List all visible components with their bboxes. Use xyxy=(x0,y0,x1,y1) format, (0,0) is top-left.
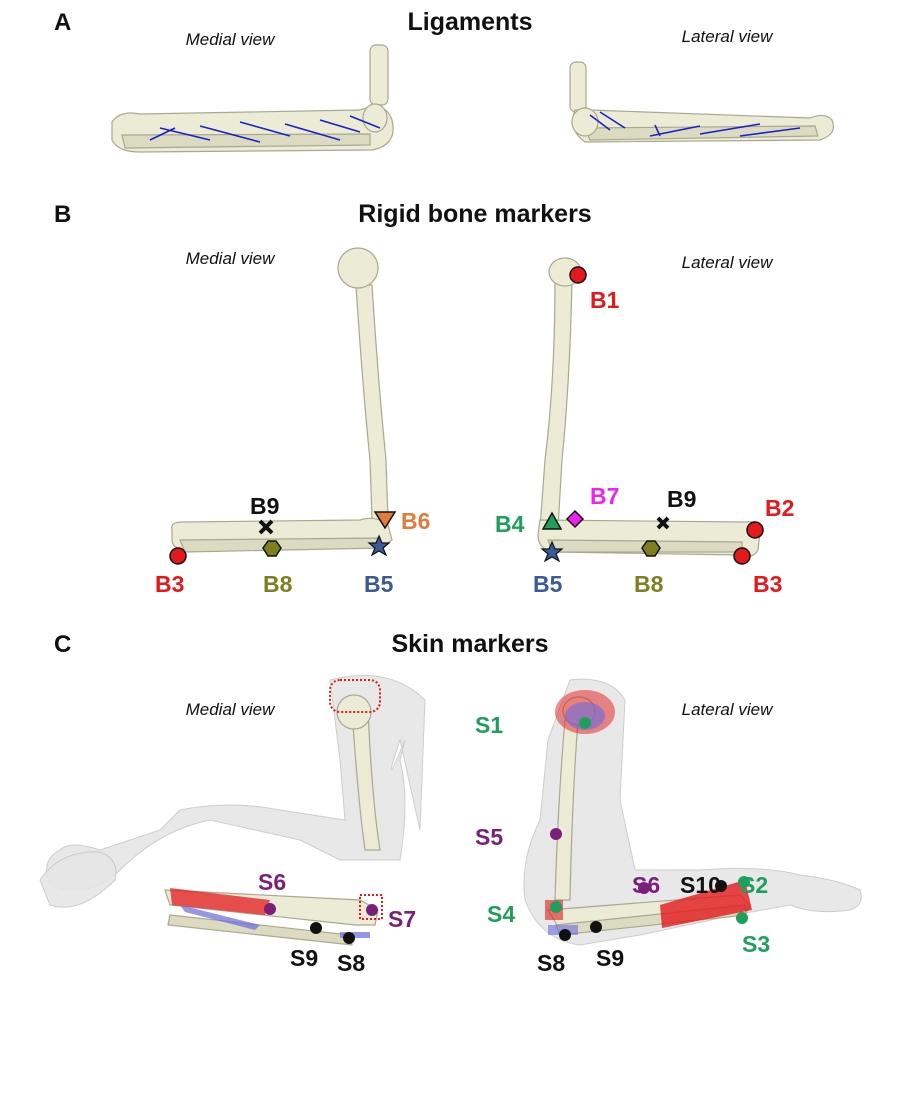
panel-b-letter: B xyxy=(54,201,71,228)
ligament-model-medial xyxy=(112,45,393,152)
bone-marker-b3-medial xyxy=(170,548,186,564)
panel-c-medial-label: Medial view xyxy=(186,700,277,719)
panel-b: B Rigid bone markers Medial view Lateral… xyxy=(54,200,794,597)
bone-marker-label-b8-lateral: B8 xyxy=(634,571,664,597)
skin-marker-label-s2-lateral: S2 xyxy=(740,872,768,898)
bone-marker-label-b8-medial: B8 xyxy=(263,571,293,597)
skin-marker-label-s5-lateral: S5 xyxy=(475,824,503,850)
panel-b-medial-label: Medial view xyxy=(186,249,277,268)
skin-marker-s8-lateral xyxy=(559,929,571,941)
skin-marker-s4-lateral xyxy=(550,901,562,913)
panel-c-letter: C xyxy=(54,631,71,658)
bone-marker-label-b3-medial: B3 xyxy=(155,571,184,597)
bone-marker-label-b6-medial: B6 xyxy=(401,508,430,534)
skin-marker-s5-lateral xyxy=(550,828,562,840)
bone-marker-label-b1-lateral: B1 xyxy=(590,287,620,313)
bone-marker-label-b9-medial: B9 xyxy=(250,493,279,519)
skin-marker-s3-lateral xyxy=(736,912,748,924)
skin-marker-label-s3-lateral: S3 xyxy=(742,931,770,957)
bone-marker-label-b2-lateral: B2 xyxy=(765,495,794,521)
panel-a-lateral-label: Lateral view xyxy=(682,27,774,46)
bone-model-lateral xyxy=(538,258,760,557)
skin-marker-label-s10-lateral: S10 xyxy=(680,872,721,898)
panel-b-title: Rigid bone markers xyxy=(358,200,591,228)
bone-model-medial xyxy=(172,248,392,552)
panel-a: A Ligaments Medial view Lateral view xyxy=(54,8,834,152)
bone-marker-label-b9-lateral: B9 xyxy=(667,486,696,512)
skin-marker-s1-lateral xyxy=(579,717,591,729)
panel-b-lateral-label: Lateral view xyxy=(682,253,774,272)
skin-marker-s8-medial xyxy=(343,932,355,944)
skin-marker-label-s6-lateral: S6 xyxy=(632,872,660,898)
bone-marker-label-b4-lateral: B4 xyxy=(495,511,525,537)
bone-marker-label-b7-lateral: B7 xyxy=(590,483,619,509)
skin-marker-label-s9-lateral: S9 xyxy=(596,945,624,971)
panel-c: C Skin markers Medial view Lateral view … xyxy=(40,630,861,976)
bone-marker-b3-lateral xyxy=(734,548,750,564)
bone-marker-label-b3-lateral: B3 xyxy=(753,571,782,597)
bone-marker-b2-lateral xyxy=(747,522,763,538)
skin-marker-label-s8-medial: S8 xyxy=(337,950,365,976)
bone-marker-b8-medial xyxy=(263,541,281,556)
panel-c-title: Skin markers xyxy=(391,630,548,658)
bone-marker-label-b5-lateral: B5 xyxy=(533,571,563,597)
bone-marker-b1-lateral xyxy=(570,267,586,283)
skin-marker-s9-medial xyxy=(310,922,322,934)
skin-marker-label-s6-medial: S6 xyxy=(258,869,286,895)
ligament-model-lateral xyxy=(570,62,834,142)
skin-marker-label-s4-lateral: S4 xyxy=(487,901,515,927)
panel-c-lateral-label: Lateral view xyxy=(682,700,774,719)
skin-marker-s7-medial xyxy=(366,904,378,916)
skin-marker-label-s9-medial: S9 xyxy=(290,945,318,971)
skin-marker-s6-medial xyxy=(264,903,276,915)
panel-a-title: Ligaments xyxy=(407,8,532,36)
skin-marker-label-s8-lateral: S8 xyxy=(537,950,565,976)
skin-marker-label-s7-medial: S7 xyxy=(388,906,416,932)
skin-marker-s9-lateral xyxy=(590,921,602,933)
panel-a-letter: A xyxy=(54,9,71,36)
panel-a-medial-label: Medial view xyxy=(186,30,277,49)
bone-marker-label-b5-medial: B5 xyxy=(364,571,394,597)
skin-marker-label-s1-lateral: S1 xyxy=(475,712,503,738)
bone-markers-lateral xyxy=(542,267,763,564)
